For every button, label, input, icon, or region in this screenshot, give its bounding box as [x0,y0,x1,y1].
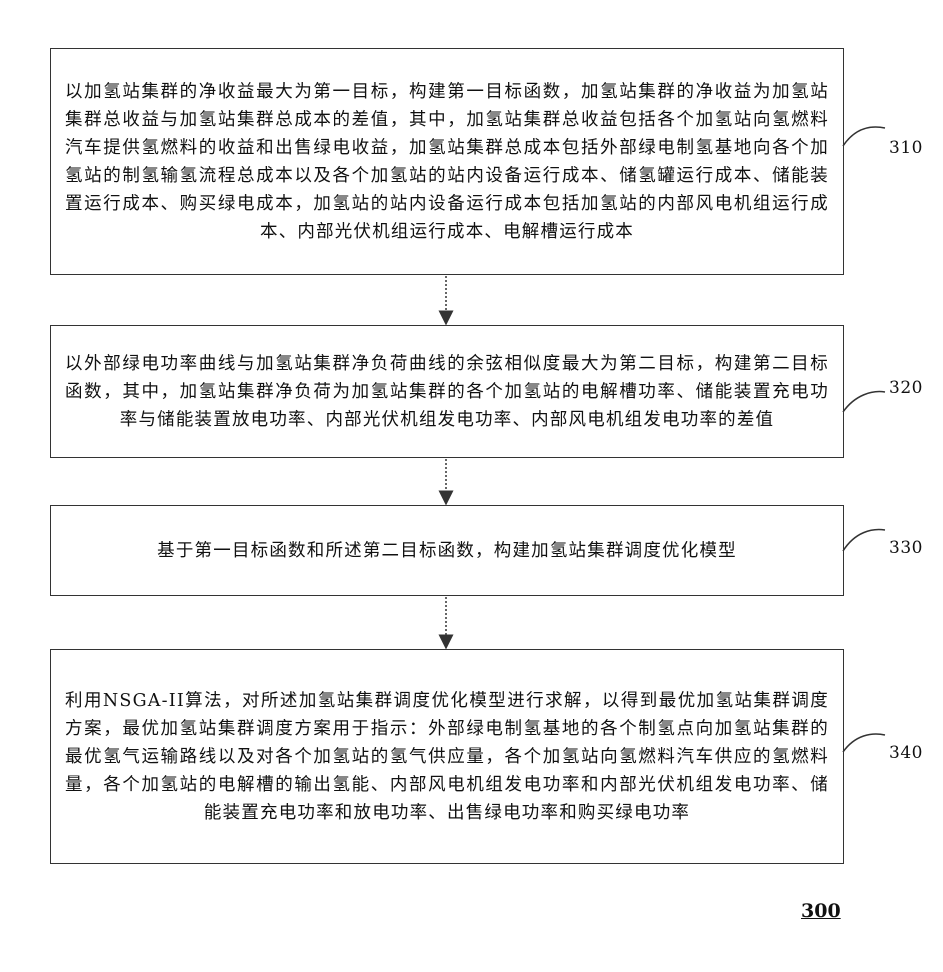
step-text-330: 基于第一目标函数和所述第二目标函数，构建加氢站集群调度优化模型 [157,537,737,565]
step-label-340: 340 [889,743,923,763]
step-label-330: 330 [889,538,923,558]
step-box-340: 利用NSGA-II算法，对所述加氢站集群调度优化模型进行求解，以得到最优加氢站集… [50,649,844,864]
step-box-310: 以加氢站集群的净收益最大为第一目标，构建第一目标函数，加氢站集群的净收益为加氢站… [50,48,844,275]
leader-340 [843,734,885,752]
step-box-320: 以外部绿电功率曲线与加氢站集群净负荷曲线的余弦相似度最大为第二目标，构建第二目标… [50,325,844,458]
step-text-340: 利用NSGA-II算法，对所述加氢站集群调度优化模型进行求解，以得到最优加氢站集… [65,687,829,827]
step-text-320: 以外部绿电功率曲线与加氢站集群净负荷曲线的余弦相似度最大为第二目标，构建第二目标… [65,350,829,434]
leader-310 [843,127,885,146]
step-text-310: 以加氢站集群的净收益最大为第一目标，构建第一目标函数，加氢站集群的净收益为加氢站… [65,78,829,246]
figure-number: 300 [801,900,841,922]
leader-330 [843,530,885,551]
step-box-330: 基于第一目标函数和所述第二目标函数，构建加氢站集群调度优化模型 [50,505,844,596]
step-label-310: 310 [889,138,923,158]
step-label-320: 320 [889,378,923,398]
leader-320 [843,392,885,412]
